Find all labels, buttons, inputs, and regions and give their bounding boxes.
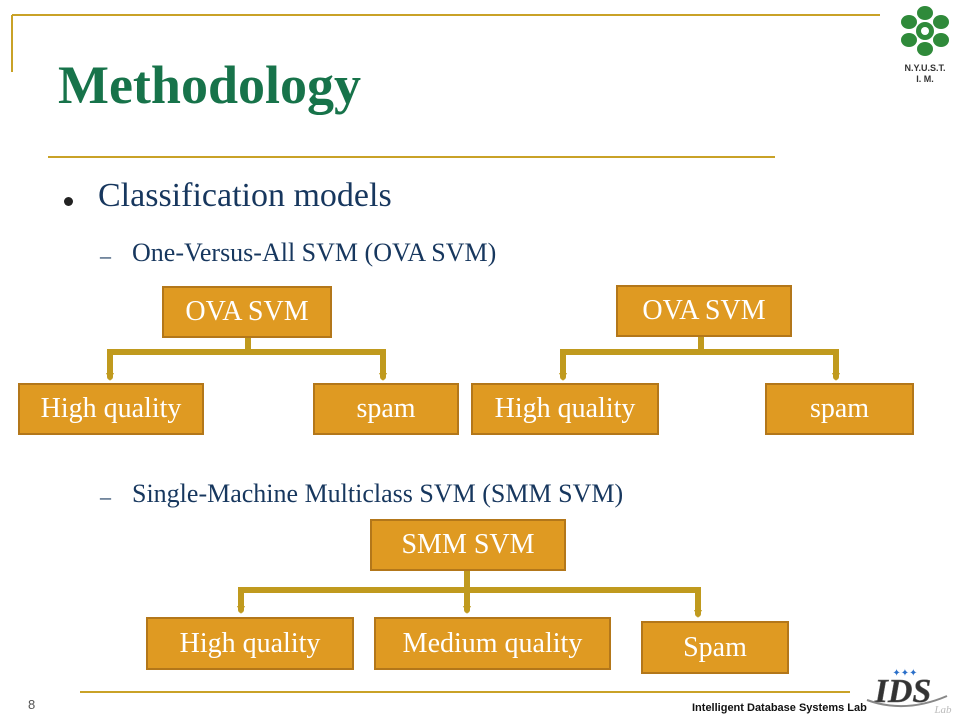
nyust-logo: N.Y.U.S.T. I. M.	[895, 4, 955, 85]
node-medium-quality: Medium quality	[374, 617, 611, 670]
connector-smm-left	[237, 568, 470, 614]
page-number: 8	[28, 697, 36, 712]
node-ova-svm-2: OVA SVM	[616, 285, 792, 337]
dash-icon: –	[100, 484, 111, 509]
nyust-logo-text-line2: I. M.	[916, 73, 934, 84]
nyust-logo-text-line1: N.Y.U.S.T.	[904, 63, 946, 73]
bullet-classification-models: Classification models	[98, 177, 392, 214]
connector-ova1-left	[106, 334, 251, 381]
ids-lab-logo: ✦✦✦ IDS Lab	[855, 660, 955, 716]
sub-bullet-ova-svm: One-Versus-All SVM (OVA SVM)	[132, 238, 497, 267]
node-spam-2: spam	[765, 383, 914, 435]
connector-ova1-right	[245, 349, 387, 381]
svg-text:✦✦✦: ✦✦✦	[892, 668, 917, 679]
slide-title: Methodology	[58, 55, 361, 115]
bullet-dot-icon	[64, 197, 73, 206]
connector-ova2-left	[559, 334, 704, 381]
node-high-quality-2: High quality	[471, 383, 659, 435]
sub-bullet-smm-svm: Single-Machine Multiclass SVM (SMM SVM)	[132, 479, 624, 508]
node-ova-svm-1: OVA SVM	[162, 286, 332, 338]
node-spam-3: Spam	[641, 621, 789, 674]
node-spam-1: spam	[313, 383, 459, 435]
node-high-quality-1: High quality	[18, 383, 204, 435]
dash-icon: –	[100, 243, 111, 268]
nyust-emblem-icon	[901, 6, 949, 56]
connector-smm-right	[464, 587, 702, 618]
connector-ova2-right	[698, 349, 840, 381]
svg-text:Lab: Lab	[933, 704, 952, 716]
node-smm-svm: SMM SVM	[370, 519, 566, 571]
footer-lab-name: Intelligent Database Systems Lab	[692, 702, 867, 714]
ids-lab-logo-icon: ✦✦✦ IDS Lab	[866, 668, 952, 716]
node-high-quality-3: High quality	[146, 617, 354, 670]
